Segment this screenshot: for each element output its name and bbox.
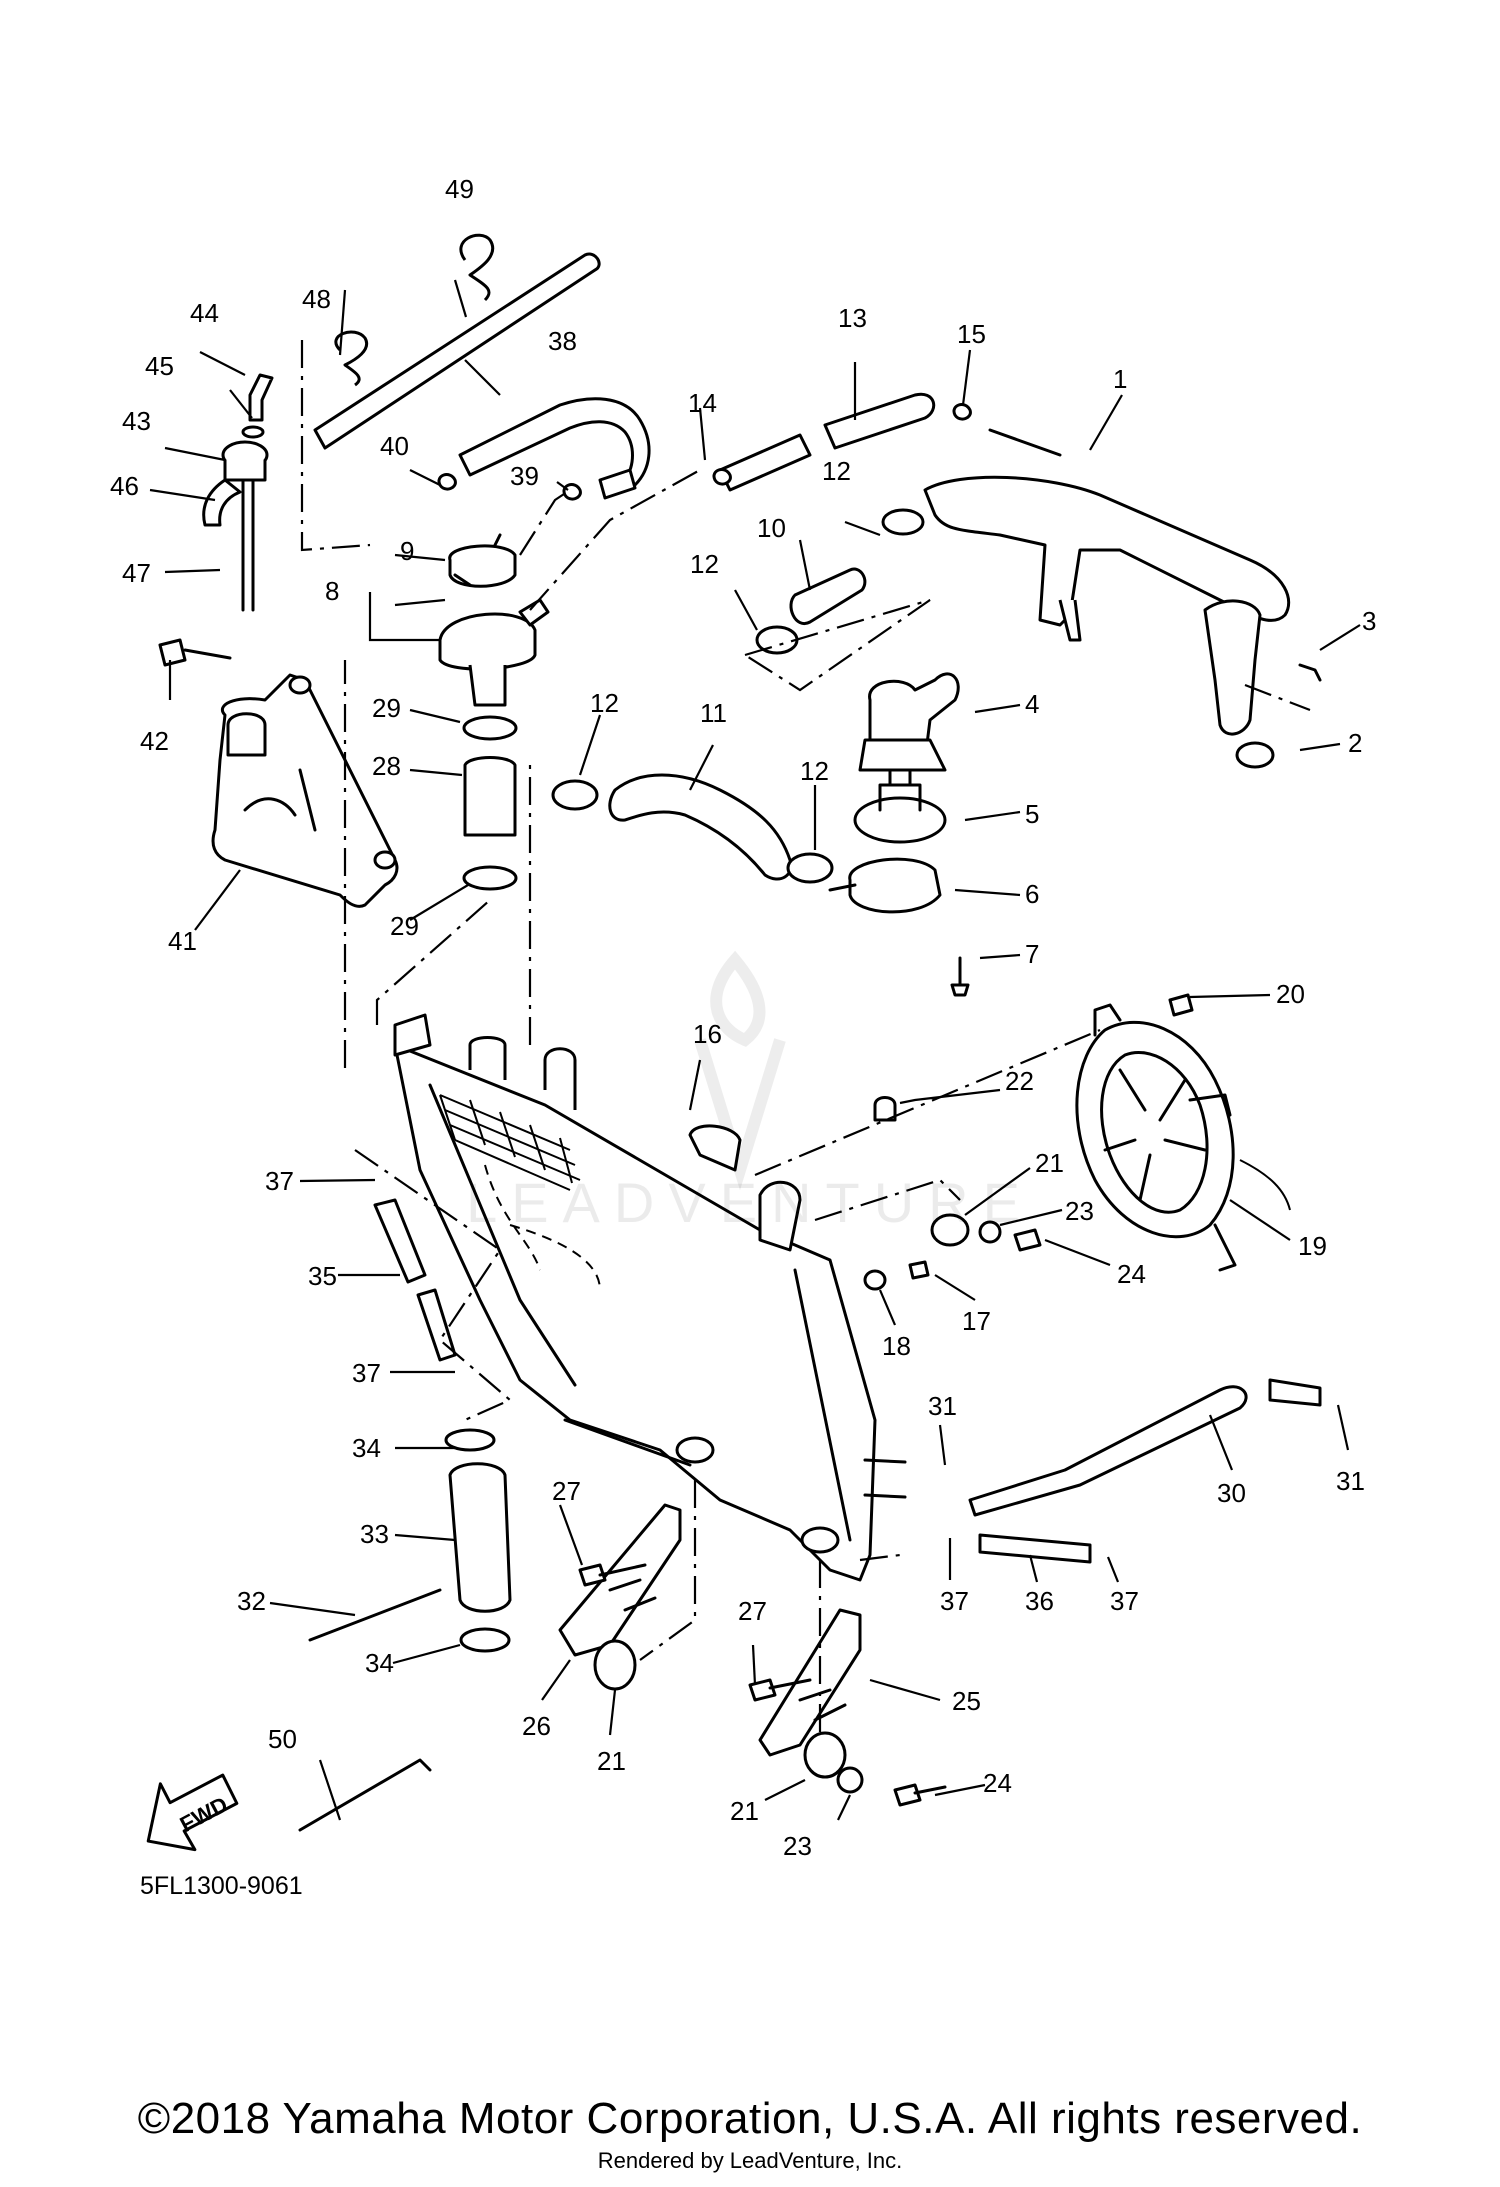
callout-41: 41: [168, 926, 197, 956]
callout-42: 42: [140, 726, 169, 756]
callout-8: 8: [325, 576, 339, 606]
forward-arrow-icon: FWD: [146, 1773, 239, 1852]
watermark-text: LEADVENTURE: [466, 1171, 1034, 1234]
callout-37a: 37: [265, 1166, 294, 1196]
callout-12d: 12: [800, 756, 829, 786]
callout-21b: 21: [597, 1746, 626, 1776]
callout-11: 11: [700, 698, 727, 728]
callout-32: 32: [237, 1586, 266, 1616]
callout-49: 49: [445, 174, 474, 204]
callout-38: 38: [548, 326, 577, 356]
callout-1: 1: [1113, 364, 1127, 394]
callout-50: 50: [268, 1724, 297, 1754]
callout-5: 5: [1025, 799, 1039, 829]
callout-30: 30: [1217, 1478, 1246, 1508]
callout-27a: 27: [552, 1476, 581, 1506]
callout-13: 13: [838, 303, 867, 333]
callout-9: 9: [400, 536, 414, 566]
callout-39: 39: [510, 461, 539, 491]
breather-hoses: [313, 233, 972, 501]
water-pipe-assembly: [551, 392, 1322, 884]
callout-7: 7: [1025, 939, 1039, 969]
connection-lines: [300, 340, 1311, 1740]
callout-29b: 29: [390, 911, 419, 941]
callout-3: 3: [1362, 606, 1376, 636]
callout-43: 43: [122, 406, 151, 436]
callout-25: 25: [952, 1686, 981, 1716]
thermostat-assembly: [828, 672, 970, 997]
callout-10: 10: [757, 513, 786, 543]
callout-2: 2: [1348, 728, 1362, 758]
callout-23b: 23: [783, 1831, 812, 1861]
callout-24a: 24: [1117, 1259, 1146, 1289]
callout-37d: 37: [1110, 1586, 1139, 1616]
callout-44: 44: [190, 298, 219, 328]
callout-18: 18: [882, 1331, 911, 1361]
callout-19: 19: [1298, 1231, 1327, 1261]
mounting-brackets: [558, 993, 1194, 1807]
callout-28: 28: [372, 751, 401, 781]
callout-48: 48: [302, 284, 331, 314]
fan-motor-assembly: [1075, 1003, 1291, 1272]
callout-12a: 12: [590, 688, 619, 718]
callout-35: 35: [308, 1261, 337, 1291]
callout-labels: 1 2 3 4 5 6 7 8 9 10 11 12 12 12 12 13 1…: [110, 174, 1376, 1861]
callout-12c: 12: [822, 456, 851, 486]
callout-29a: 29: [372, 693, 401, 723]
callout-15: 15: [957, 319, 986, 349]
callout-21c: 21: [730, 1796, 759, 1826]
radiator-core: [393, 1013, 907, 1582]
callout-26: 26: [522, 1711, 551, 1741]
callout-34a: 34: [352, 1433, 381, 1463]
callout-40: 40: [380, 431, 409, 461]
callout-6: 6: [1025, 879, 1039, 909]
callout-31b: 31: [1336, 1466, 1365, 1496]
rendered-by-credit: Rendered by LeadVenture, Inc.: [597, 2148, 903, 2173]
filler-hose-28: [462, 715, 518, 891]
callout-27b: 27: [738, 1596, 767, 1626]
callout-36: 36: [1025, 1586, 1054, 1616]
callout-17: 17: [962, 1306, 991, 1336]
callout-14: 14: [688, 388, 717, 418]
leader-lines: [149, 279, 1361, 1821]
callout-4: 4: [1025, 689, 1039, 719]
callout-37c: 37: [940, 1586, 969, 1616]
callout-23a: 23: [1065, 1196, 1094, 1226]
callout-37b: 37: [352, 1358, 381, 1388]
callout-45: 45: [145, 351, 174, 381]
radiator-cap-assembly: [438, 533, 550, 707]
callout-24b: 24: [983, 1768, 1012, 1798]
callout-12b: 12: [690, 549, 719, 579]
lower-hoses: [298, 1198, 1322, 1832]
callout-16: 16: [693, 1019, 722, 1049]
callout-33: 33: [360, 1519, 389, 1549]
reservoir-tank: [158, 373, 399, 908]
callout-20: 20: [1276, 979, 1305, 1009]
reference-code: 5FL1300-9061: [140, 1872, 303, 1900]
watermark-logo-icon: [694, 950, 786, 1191]
callout-46: 46: [110, 471, 139, 501]
callout-31a: 31: [928, 1391, 957, 1421]
callout-47: 47: [122, 558, 151, 588]
callout-22: 22: [1005, 1066, 1034, 1096]
callout-21a: 21: [1035, 1148, 1064, 1178]
copyright-notice: ©2018 Yamaha Motor Corporation, U.S.A. A…: [137, 2094, 1363, 2143]
callout-34b: 34: [365, 1648, 394, 1678]
